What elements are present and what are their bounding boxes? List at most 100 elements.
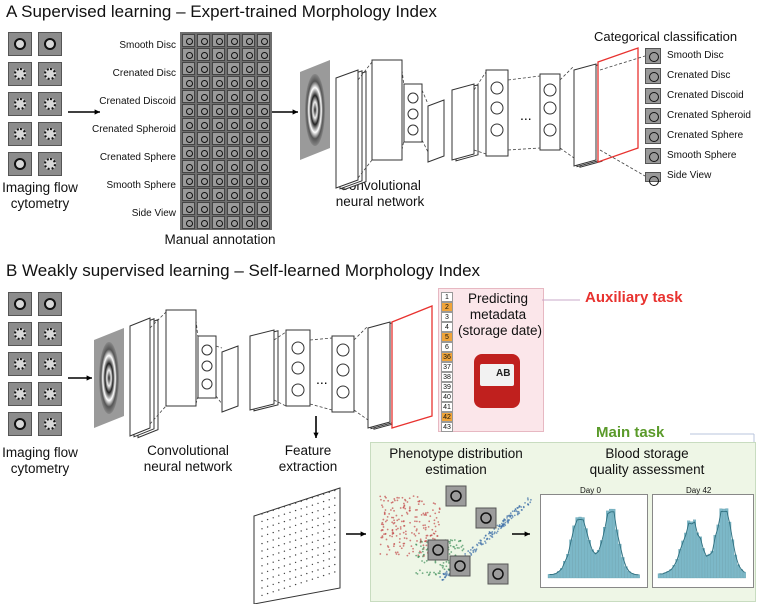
pheno-point [500, 527, 502, 530]
pheno-point [507, 519, 510, 522]
annotation-cell [197, 104, 210, 117]
annotation-cell [182, 216, 195, 229]
pheno-point [387, 499, 390, 502]
feature-dot [289, 556, 291, 558]
pheno-point [422, 527, 425, 529]
pheno-point [392, 522, 395, 525]
annotation-cell [212, 202, 225, 215]
pheno-point [439, 563, 442, 566]
feature-dot [294, 569, 297, 571]
pheno-point [422, 512, 425, 515]
feature-dot [317, 561, 319, 564]
feature-dot [311, 526, 314, 529]
feature-dot [261, 579, 263, 582]
feature-dot [334, 571, 336, 573]
conv-plane-a2 [371, 59, 403, 161]
feature-dot [266, 541, 269, 543]
storage-day-cell: 41 [441, 402, 453, 412]
output-class: Smooth Disc [667, 50, 724, 61]
pheno-point [425, 534, 428, 537]
pheno-point [408, 507, 411, 510]
feature-dot [266, 592, 269, 595]
connection-a [473, 71, 487, 91]
connection-b [353, 409, 369, 421]
pheno-point [433, 532, 436, 535]
day0-label: Day 0 [580, 486, 601, 495]
pheno-point [504, 519, 507, 521]
storage-day-cell: 42 [441, 412, 453, 422]
pheno-point [394, 551, 397, 554]
feature-dot [266, 526, 269, 528]
annotation-cell [197, 216, 210, 229]
feature-dot [261, 557, 263, 560]
output-plane-b [391, 305, 433, 429]
pheno-point [439, 576, 442, 578]
pheno-point [422, 546, 425, 549]
pheno-point [434, 502, 437, 505]
annotation-cell [197, 76, 210, 89]
annotation-cell [212, 76, 225, 89]
conv-plane-b4 [249, 329, 275, 411]
feature-dot [278, 522, 280, 525]
pheno-point [434, 572, 437, 575]
pheno-point [518, 505, 521, 508]
pheno-point [498, 525, 501, 528]
pheno-point [400, 520, 403, 523]
feature-dot [306, 506, 308, 508]
pheno-point [382, 518, 385, 521]
pheno-point [445, 570, 448, 573]
feature-dot [261, 528, 263, 530]
pheno-point [416, 496, 419, 498]
feature-dot [322, 508, 325, 510]
pheno-point [395, 534, 398, 537]
panel-a-cnn-label-2: neural network [335, 194, 425, 209]
annotation-cell [227, 202, 240, 215]
pheno-point [514, 508, 517, 511]
pheno-point [416, 572, 419, 575]
pheno-point [390, 501, 393, 504]
pheno-point [402, 506, 405, 509]
annotation-cell [212, 48, 225, 61]
hist-day0-bar [593, 552, 597, 579]
pheno-point [387, 546, 390, 549]
hist-day42-bar [742, 571, 746, 579]
annotation-row-label: Side View [131, 208, 176, 219]
neuron-b3 [336, 385, 350, 399]
feature-dot [334, 504, 336, 507]
pheno-thumbnail [487, 563, 509, 585]
feature-dot [266, 563, 269, 565]
pheno-point [445, 565, 448, 568]
pheno-point [434, 530, 437, 533]
pheno-point [461, 544, 464, 547]
annotation-cell [242, 62, 255, 75]
pheno-point [441, 578, 444, 581]
feature-dot [278, 552, 280, 554]
pheno-point [384, 495, 386, 498]
feature-dot [272, 509, 274, 512]
pheno-thumb-cell [432, 544, 444, 556]
pheno-point [393, 543, 396, 546]
feature-dot [294, 546, 297, 549]
pheno-point [510, 517, 513, 520]
pheno-point [404, 507, 407, 510]
feature-dot [311, 497, 314, 499]
pheno-point [423, 503, 425, 506]
feature-dot [322, 574, 325, 577]
connection-a [421, 89, 429, 105]
pheno-point [442, 573, 445, 575]
feature-dot [334, 519, 336, 521]
pheno-point [462, 548, 465, 550]
hist-day42-bar [707, 553, 711, 579]
feature-dot [289, 548, 291, 551]
connection-a [599, 149, 646, 177]
feature-dot [311, 548, 314, 551]
feature-dot [261, 513, 263, 515]
pheno-point [516, 507, 519, 510]
feature-dot [289, 585, 291, 588]
hist-day42-bar [678, 549, 682, 579]
annotation-cell [227, 90, 240, 103]
neuron-a1 [407, 108, 419, 120]
feature-dot [261, 550, 263, 552]
pheno-point [392, 516, 395, 519]
